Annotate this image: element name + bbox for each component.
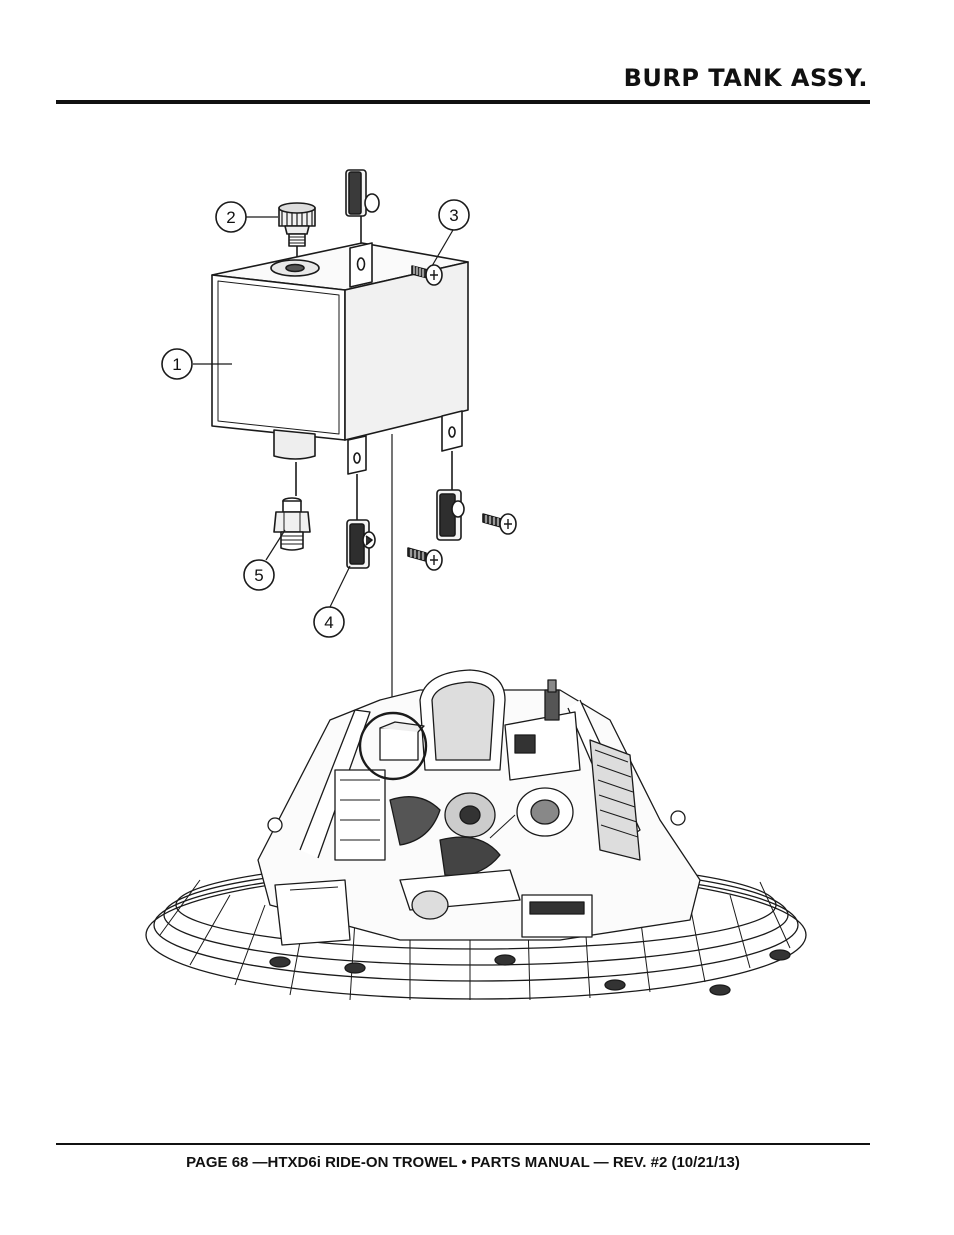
callout-3: 3 — [438, 199, 470, 231]
burp-tank-icon — [211, 242, 469, 496]
top-clip-icon — [345, 169, 380, 244]
callout-2: 2 — [215, 201, 247, 233]
callout-number: 1 — [172, 355, 181, 374]
footer-rule — [56, 1143, 870, 1145]
mounting-clip-icon — [346, 474, 376, 569]
screw-icon — [482, 513, 517, 535]
page-footer: PAGE 68 —HTXD6i RIDE-ON TROWEL • PARTS M… — [186, 1154, 740, 1171]
callout-number: 3 — [449, 206, 458, 225]
callout-4: 4 — [313, 606, 345, 638]
callout-leaders — [193, 216, 454, 608]
callout-number: 5 — [254, 566, 263, 585]
page-title: BURP TANK ASSY. — [623, 64, 868, 92]
callout-number: 4 — [324, 613, 333, 632]
mounting-clip-icon — [436, 451, 465, 541]
callout-1: 1 — [161, 348, 193, 380]
screw-icon — [407, 547, 443, 571]
header-rule — [56, 100, 870, 104]
callout-5: 5 — [243, 559, 275, 591]
callout-number: 2 — [226, 208, 235, 227]
screw-icon — [411, 264, 443, 286]
hose-fitting-icon — [273, 497, 311, 551]
trowel-machine-icon — [145, 669, 807, 1001]
